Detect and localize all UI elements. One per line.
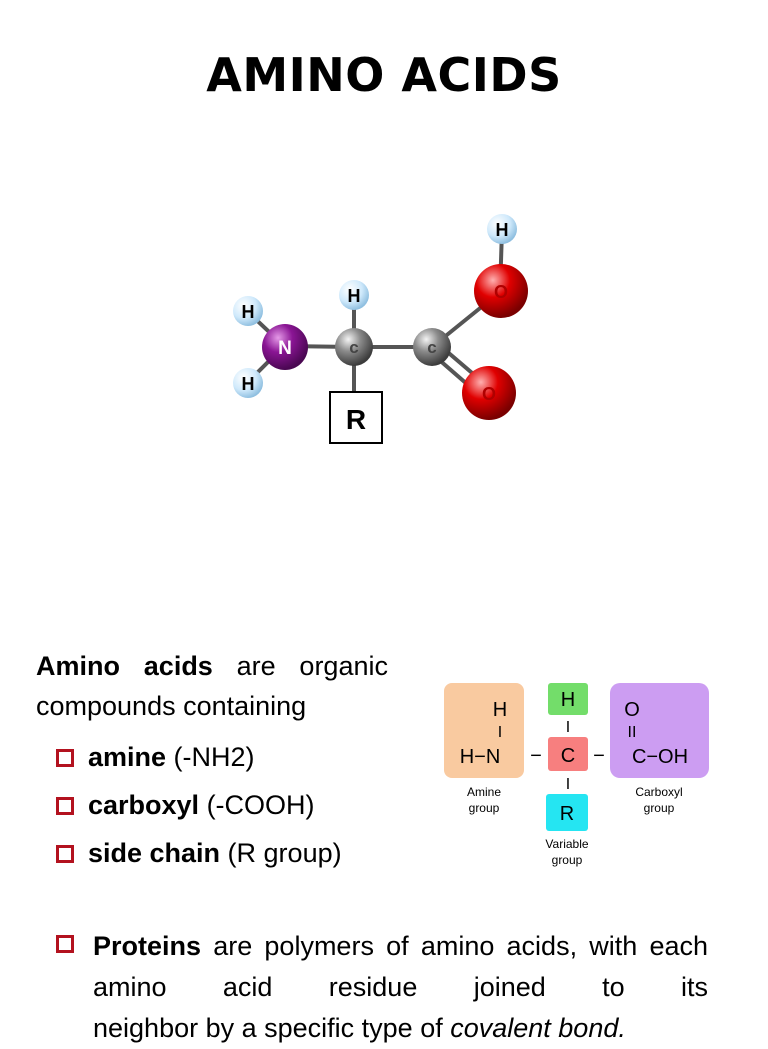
atom-h-hydroxyl-label: H [496,220,509,240]
list-item-carboxyl: carboxyl (-COOH) [56,781,342,829]
list-item-detail: (R group) [220,838,342,868]
atom-o-hydroxyl-label: O [494,282,508,302]
variable-caption-2: group [552,853,583,867]
atom-c-alpha: c [335,328,373,366]
list-item-term: amine [88,742,167,772]
r-group-letter: R [560,803,574,825]
list-item-term: carboxyl [88,790,200,820]
component-list: amine (-NH2) carboxyl (-COOH) side chain… [56,733,342,877]
r-group-label: R [346,404,366,435]
atom-h-alpha-label: H [348,286,361,306]
alpha-h-box [548,683,588,715]
atom-h-amine-bottom: H [233,368,263,398]
dash-left: − [530,745,542,767]
atom-o-hydroxyl: O [474,264,528,318]
carboxyl-o: O [624,699,640,721]
proteins-text: Proteins are polymers of amino acids, wi… [93,926,708,1008]
carboxyl-double-bond: II [628,724,637,741]
variable-caption-1: Variable [545,837,588,851]
checkbox-bullet-icon [56,749,74,767]
intro-paragraph: Amino acids are organic compounds contai… [36,646,388,726]
alpha-bond-top: I [566,719,570,736]
proteins-line2-italic: covalent bond. [450,1013,626,1043]
structural-formula-diagram: H I H−N H I C I R − − O II C−OH Amine gr… [444,683,709,867]
amine-bond: I [498,724,502,741]
list-item-side-chain: side chain (R group) [56,829,342,877]
proteins-line2: neighbor by a specific type of [93,1013,451,1043]
dash-right: − [593,745,605,767]
atom-nitrogen: N [262,324,308,370]
alpha-c: C [561,745,575,767]
r-group-box-2d [546,794,588,831]
checkbox-bullet-icon [56,797,74,815]
atom-h-amine-bottom-label: H [242,374,255,394]
alpha-c-box [548,737,588,771]
atom-o-double: O [462,366,516,420]
list-item-term: side chain [88,838,221,868]
list-item-amine: amine (-NH2) [56,733,342,781]
carboxyl-coh: C−OH [632,746,688,768]
r-group-box [329,391,383,444]
atom-h-amine-top-label: H [242,302,255,322]
molecule-bonds [246,228,504,400]
atom-h-amine-top: H [233,296,263,326]
page-title: AMINO ACIDS [206,48,562,102]
atom-h-alpha: H [339,280,369,310]
alpha-bond-bottom: I [566,776,570,793]
checkbox-bullet-icon [56,845,74,863]
list-item-detail: (-NH2) [166,742,255,772]
carboxyl-caption-1: Carboxyl [635,785,682,799]
proteins-paragraph: Proteins are polymers of amino acids, wi… [56,926,708,1049]
checkbox-bullet-icon [56,935,74,953]
alpha-h: H [561,689,575,711]
amine-group-box [444,683,524,778]
atom-c-alpha-label: c [349,338,358,357]
proteins-text-rest: are polymers of amino acids, with each a… [93,931,708,1002]
carboxyl-group-box [610,683,709,778]
amine-caption-1: Amine [467,785,501,799]
intro-bold: Amino acids [36,651,213,681]
atom-o-double-label: O [482,384,496,404]
atom-nitrogen-label: N [278,338,292,359]
intro-text: are organic compounds containing [36,651,388,721]
proteins-text-line2: neighbor by a specific type of covalent … [93,1008,708,1049]
amine-hn: H−N [460,746,501,768]
amino-acid-molecule-illustration: R H H N H c c H O O [233,214,528,444]
atom-c-carboxyl-label: c [427,338,436,357]
list-item-detail: (-COOH) [199,790,315,820]
atom-h-hydroxyl: H [487,214,517,244]
atom-c-carboxyl: c [413,328,451,366]
carboxyl-caption-2: group [644,801,675,815]
amine-caption-2: group [469,801,500,815]
proteins-bold: Proteins [93,931,202,961]
amine-h: H [493,699,507,721]
